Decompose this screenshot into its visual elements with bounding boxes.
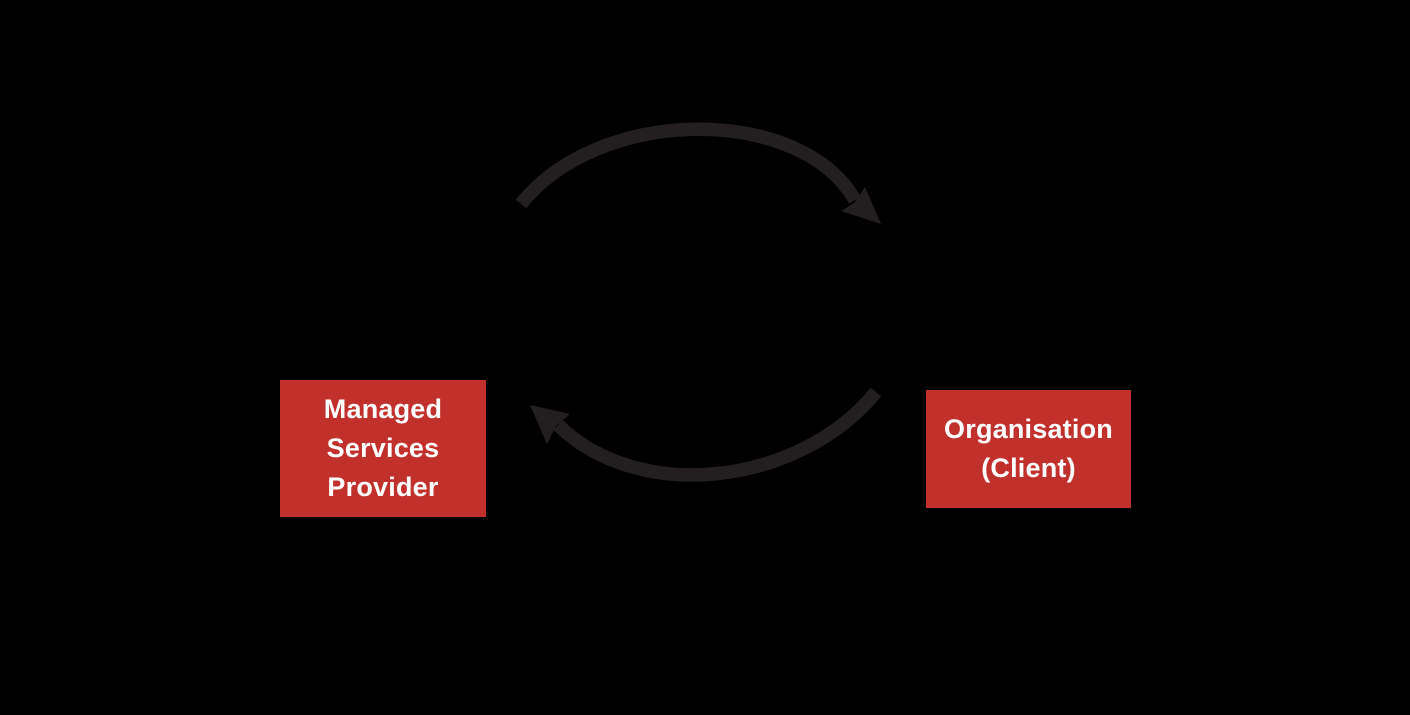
client-label-line: (Client) bbox=[981, 453, 1076, 483]
provider-to-client-arrow bbox=[515, 122, 861, 209]
client-to-provider-arrowhead-icon bbox=[530, 405, 570, 444]
provider-label-line: Managed bbox=[323, 394, 443, 424]
organisation-client-node: Organisation (Client) bbox=[926, 390, 1131, 508]
provider-to-client-arrowhead-icon bbox=[841, 187, 881, 224]
client-label-line: Organisation bbox=[944, 414, 1113, 444]
provider-label-line: Provider bbox=[327, 472, 439, 502]
managed-services-provider-node: Managed Services Provider bbox=[280, 380, 486, 517]
client-to-provider-arrow bbox=[553, 387, 882, 482]
provider-label-line: Services bbox=[326, 433, 440, 463]
